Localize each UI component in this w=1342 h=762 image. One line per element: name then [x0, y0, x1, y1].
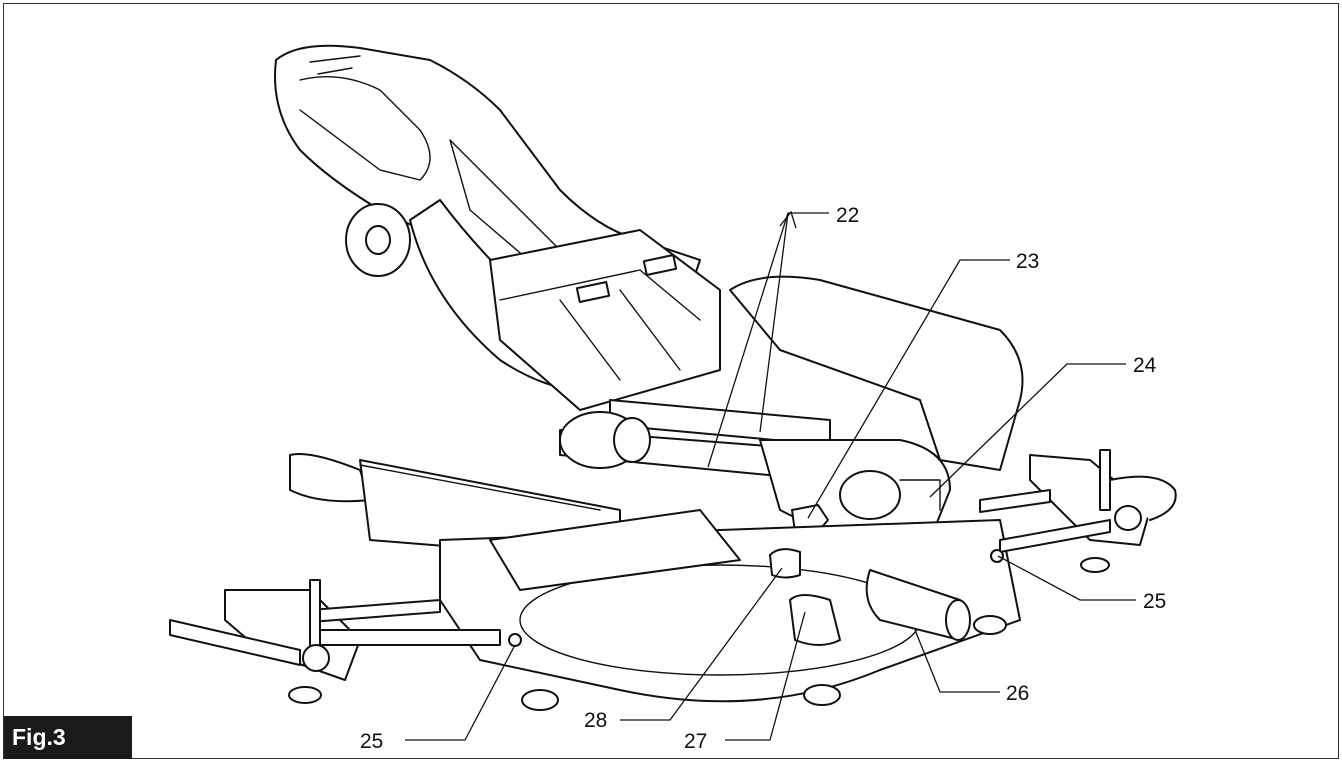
callout-25-left: 25	[360, 730, 383, 753]
callout-28: 28	[584, 709, 607, 732]
left-extension	[169, 579, 501, 704]
callout-23: 23	[1016, 250, 1039, 273]
upper-guard	[729, 275, 1024, 471]
figure-label: Fig.3	[4, 716, 132, 759]
front-knob	[789, 594, 841, 646]
callout-27: 27	[684, 730, 707, 753]
callout-26: 26	[1006, 682, 1029, 705]
callout-24: 24	[1133, 354, 1157, 377]
figure-frame	[3, 3, 1339, 759]
battery-packs	[489, 229, 721, 411]
front-grip	[865, 569, 971, 641]
callout-25-right: 25	[1143, 590, 1166, 613]
leader-lines	[405, 210, 1136, 741]
miter-lock-knob	[769, 548, 801, 579]
callout-22: 22	[836, 204, 859, 227]
head-knob	[345, 203, 411, 277]
turntable-base	[439, 509, 1021, 703]
slide-rails	[559, 399, 831, 481]
right-extension	[979, 449, 1177, 573]
